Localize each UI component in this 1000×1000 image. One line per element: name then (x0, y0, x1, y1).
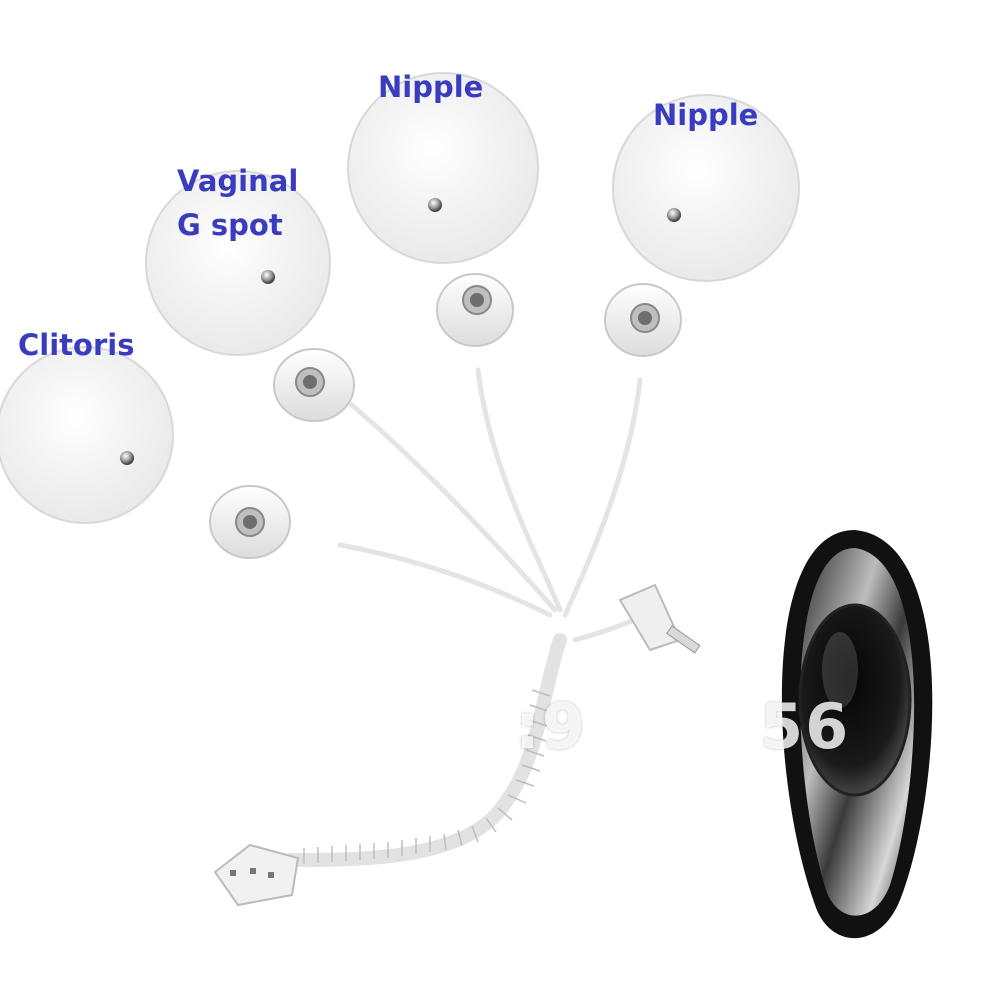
output-plug (213, 843, 300, 907)
remote-control (781, 530, 933, 939)
pad-vaginal-g-spot (145, 170, 331, 356)
pad-nipple-right (612, 94, 800, 282)
snap-connector-4 (209, 485, 291, 559)
lead-wires (337, 367, 663, 643)
label-g-spot: G spot (177, 208, 283, 242)
pad-clitoris (0, 346, 174, 524)
jack-plug (618, 583, 701, 654)
label-vaginal: Vaginal (177, 164, 299, 198)
coil-rings (303, 689, 551, 864)
snap-connector-1 (273, 348, 355, 422)
pad-nipple-center (347, 72, 539, 264)
label-nipple-center: Nipple (378, 70, 484, 104)
snap-connector-2 (436, 273, 514, 347)
watermark-right: 56 (760, 690, 851, 763)
label-nipple-right: Nipple (653, 98, 759, 132)
snap-connector-3 (604, 283, 682, 357)
watermark-left: :9 (515, 690, 587, 763)
label-clitoris: Clitoris (18, 328, 135, 362)
